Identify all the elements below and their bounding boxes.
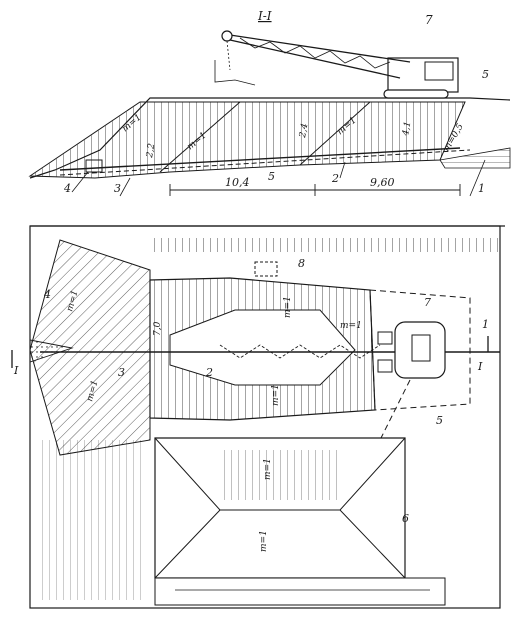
leader-3 bbox=[119, 177, 131, 197]
plan-label-crane: 7 bbox=[424, 296, 431, 309]
plan-slope-stockpile-lower: m=1 bbox=[259, 530, 269, 552]
swing-path bbox=[344, 379, 411, 506]
plan-label-stockpile: 6 bbox=[402, 512, 409, 525]
plan-section-mark-right: I bbox=[477, 360, 483, 373]
plan-slope-center-top: m=1 bbox=[283, 296, 293, 318]
section-depth-1: 2,2 bbox=[145, 142, 158, 159]
plan-slope-center-bottom: m=1 bbox=[271, 384, 281, 406]
pipe-line bbox=[59, 147, 461, 171]
plan-label-pit: 4 bbox=[43, 288, 51, 301]
section-label-pipe: 3 bbox=[114, 182, 121, 195]
area-8 bbox=[254, 261, 278, 277]
excavation-hatch bbox=[28, 101, 466, 179]
plan-frame bbox=[29, 225, 501, 609]
slope-divider-2 bbox=[299, 101, 371, 166]
plan-label-trench: 5 bbox=[436, 414, 443, 427]
section-label-end: 1 bbox=[478, 182, 485, 195]
stockpile-hatch bbox=[220, 450, 340, 500]
section-label-pit: 4 bbox=[63, 182, 71, 195]
plan-view: I I 8 7 1 4 3 2 5 6 m=1 m=1 m=1 m=1 m=1 … bbox=[11, 225, 501, 609]
right-hatch bbox=[439, 147, 511, 169]
section-label-hatch: 5 bbox=[268, 170, 275, 183]
trench-bottom-line bbox=[59, 149, 471, 176]
section-view: I-I 7 5 5 3 2 1 4 m=1 m=1 m=1 m=0,5 2,2 … bbox=[28, 9, 511, 197]
leader-1 bbox=[469, 159, 486, 197]
pit-stockpile bbox=[29, 339, 74, 363]
section-label-bottom: 2 bbox=[331, 172, 339, 185]
plan-label-end: 1 bbox=[482, 318, 489, 331]
section-title: I-I bbox=[257, 9, 272, 23]
leader-4 bbox=[71, 171, 89, 193]
plan-label-pipe: 3 bbox=[118, 366, 125, 379]
stockpile-ridges-lower bbox=[154, 509, 406, 579]
crane-boom-plan bbox=[219, 344, 381, 359]
pit-box bbox=[85, 159, 103, 173]
plan-slope-stockpile: m=1 bbox=[263, 458, 273, 480]
plan-label-area8: 8 bbox=[298, 257, 305, 270]
stockpile-bottom bbox=[154, 577, 446, 606]
section-depth-3: 4,1 bbox=[401, 121, 414, 138]
section-label-crane: 7 bbox=[425, 13, 433, 27]
trench-dashed-outline bbox=[369, 289, 471, 411]
crane-plan bbox=[377, 321, 446, 379]
plan-top-ticks bbox=[150, 238, 500, 252]
crane-section bbox=[214, 30, 459, 99]
section-depth-2: 2,4 bbox=[298, 122, 311, 139]
section-dim-left: 10,4 bbox=[225, 176, 250, 189]
leader-2 bbox=[339, 161, 346, 179]
plan-width: 7,0 bbox=[153, 321, 163, 336]
section-label-trench-right: 5 bbox=[482, 68, 489, 81]
plan-slope-right: m=1 bbox=[340, 321, 362, 331]
section-dim-right: 9,60 bbox=[370, 176, 395, 189]
plan-label-bottom: 2 bbox=[205, 366, 213, 379]
trench-bottom-area bbox=[169, 309, 356, 386]
plan-section-mark-left: I bbox=[13, 364, 19, 377]
plan-left-ticks bbox=[36, 440, 144, 600]
slope-divider-1 bbox=[159, 101, 241, 173]
